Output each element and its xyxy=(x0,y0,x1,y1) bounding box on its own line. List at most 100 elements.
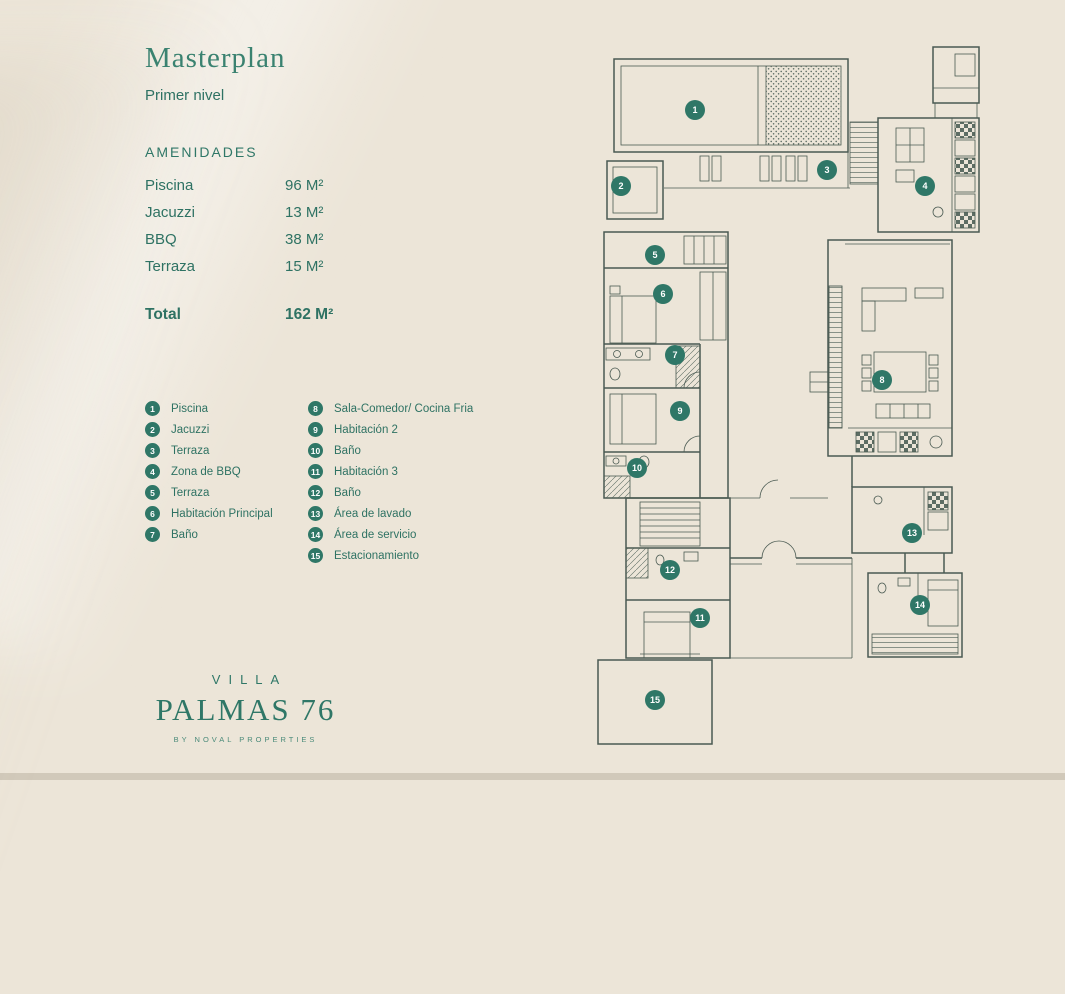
legend-item: 11 Habitación 3 xyxy=(308,461,538,482)
walkway-hatch xyxy=(849,121,879,185)
legend-item: 15 Estacionamiento xyxy=(308,545,538,566)
logo-villa-text: VILLA xyxy=(211,672,288,687)
plan-marker-habitacion-2: 9 xyxy=(670,401,690,421)
page-title: Masterplan xyxy=(145,42,286,74)
legend-item: 1 Piscina xyxy=(145,398,305,419)
legend-item: 12 Baño xyxy=(308,482,538,503)
amenity-value: 15 M² xyxy=(285,258,324,275)
bottom-shadow-strip xyxy=(0,773,1065,780)
legend-number-badge: 7 xyxy=(145,527,160,542)
svg-text:14: 14 xyxy=(915,600,925,610)
lower-bedroom-wing xyxy=(625,497,731,659)
page-subtitle: Primer nivel xyxy=(145,87,225,104)
legend-number-badge: 4 xyxy=(145,464,160,479)
legend-number-badge: 12 xyxy=(308,485,323,500)
legend-number-badge: 8 xyxy=(308,401,323,416)
plan-marker-piscina: 1 xyxy=(685,100,705,120)
svg-text:8: 8 xyxy=(879,375,884,385)
central-courtyard xyxy=(728,456,853,659)
amenity-row: Piscina 96 M² xyxy=(145,172,565,199)
legend-label: Baño xyxy=(334,444,361,457)
svg-text:9: 9 xyxy=(677,406,682,416)
svg-text:2: 2 xyxy=(618,181,623,191)
legend-item: 9 Habitación 2 xyxy=(308,419,538,440)
living-dining-wing xyxy=(809,239,953,457)
svg-text:10: 10 xyxy=(632,463,642,473)
amenity-value: 13 M² xyxy=(285,204,324,221)
svg-text:11: 11 xyxy=(695,613,705,623)
legend-label: Área de lavado xyxy=(334,507,412,520)
plan-marker-habitacion-principal: 6 xyxy=(653,284,673,304)
svg-text:6: 6 xyxy=(660,289,665,299)
legend-item: 6 Habitación Principal xyxy=(145,503,305,524)
legend-label: Terraza xyxy=(171,444,210,457)
svg-text:3: 3 xyxy=(824,165,829,175)
svg-text:13: 13 xyxy=(907,528,917,538)
legend-label: Zona de BBQ xyxy=(171,465,241,478)
amenities-total-row: Total 162 M² xyxy=(145,306,565,324)
legend-number-badge: 15 xyxy=(308,548,323,563)
svg-text:1: 1 xyxy=(692,105,697,115)
service-room xyxy=(867,572,963,658)
plan-marker-lavado: 13 xyxy=(902,523,922,543)
bbq-zone xyxy=(877,117,980,233)
logo-palmas-text: PALMAS 76 xyxy=(155,692,336,727)
legend-item: 10 Baño xyxy=(308,440,538,461)
parking-area xyxy=(597,659,713,745)
legend-label: Habitación 3 xyxy=(334,465,398,478)
legend-label: Área de servicio xyxy=(334,528,417,541)
amenity-name: BBQ xyxy=(145,231,177,248)
legend-item: 7 Baño xyxy=(145,524,305,545)
plan-marker-bano-12: 12 xyxy=(660,560,680,580)
plan-marker-bano-7: 7 xyxy=(665,345,685,365)
legend-column-2: 8 Sala-Comedor/ Cocina Fria 9 Habitación… xyxy=(308,398,538,566)
legend-item: 2 Jacuzzi xyxy=(145,419,305,440)
bedroom-wing xyxy=(603,231,729,499)
plan-marker-estacionamiento: 15 xyxy=(645,690,665,710)
amenity-value: 96 M² xyxy=(285,177,324,194)
legend-number-badge: 2 xyxy=(145,422,160,437)
amenity-name: Terraza xyxy=(145,258,196,275)
svg-text:4: 4 xyxy=(922,181,927,191)
amenities-table: Piscina 96 M² Jacuzzi 13 M² BBQ 38 M² Te… xyxy=(145,172,565,280)
plan-marker-bbq: 4 xyxy=(915,176,935,196)
terrace-loungers xyxy=(664,152,850,189)
pool-equipment-structure xyxy=(932,46,980,118)
brand-logo: VILLA PALMAS 76 BY NOVAL PROPERTIES xyxy=(138,672,353,744)
amenity-row: BBQ 38 M² xyxy=(145,226,565,253)
legend-label: Baño xyxy=(171,528,198,541)
amenity-row: Terraza 15 M² xyxy=(145,253,565,280)
legend-label: Sala-Comedor/ Cocina Fria xyxy=(334,402,474,415)
amenity-name: Piscina xyxy=(145,177,194,194)
svg-text:7: 7 xyxy=(672,350,677,360)
svg-text:15: 15 xyxy=(650,695,660,705)
legend-item: 13 Área de lavado xyxy=(308,503,538,524)
legend-number-badge: 1 xyxy=(145,401,160,416)
amenity-name: Jacuzzi xyxy=(145,204,196,221)
legend-number-badge: 3 xyxy=(145,443,160,458)
plan-marker-habitacion-3: 11 xyxy=(690,608,710,628)
pool-area xyxy=(613,58,849,153)
plan-marker-jacuzzi: 2 xyxy=(611,176,631,196)
legend-number-badge: 5 xyxy=(145,485,160,500)
legend-number-badge: 14 xyxy=(308,527,323,542)
amenity-value: 38 M² xyxy=(285,231,324,248)
amenities-heading: AMENIDADES xyxy=(145,144,258,160)
plan-marker-terraza-5: 5 xyxy=(645,245,665,265)
legend-label: Baño xyxy=(334,486,361,499)
legend-number-badge: 10 xyxy=(308,443,323,458)
legend-label: Piscina xyxy=(171,402,209,415)
jacuzzi-area xyxy=(606,160,664,220)
plan-marker-sala-comedor: 8 xyxy=(872,370,892,390)
legend-label: Terraza xyxy=(171,486,210,499)
legend-item: 5 Terraza xyxy=(145,482,305,503)
total-label: Total xyxy=(145,306,181,323)
plan-marker-bano-10: 10 xyxy=(627,458,647,478)
legend-number-badge: 6 xyxy=(145,506,160,521)
plan-marker-terraza-3: 3 xyxy=(817,160,837,180)
svg-text:12: 12 xyxy=(665,565,675,575)
legend-number-badge: 9 xyxy=(308,422,323,437)
amenity-row: Jacuzzi 13 M² xyxy=(145,199,565,226)
legend-item: 4 Zona de BBQ xyxy=(145,461,305,482)
legend-label: Habitación 2 xyxy=(334,423,398,436)
